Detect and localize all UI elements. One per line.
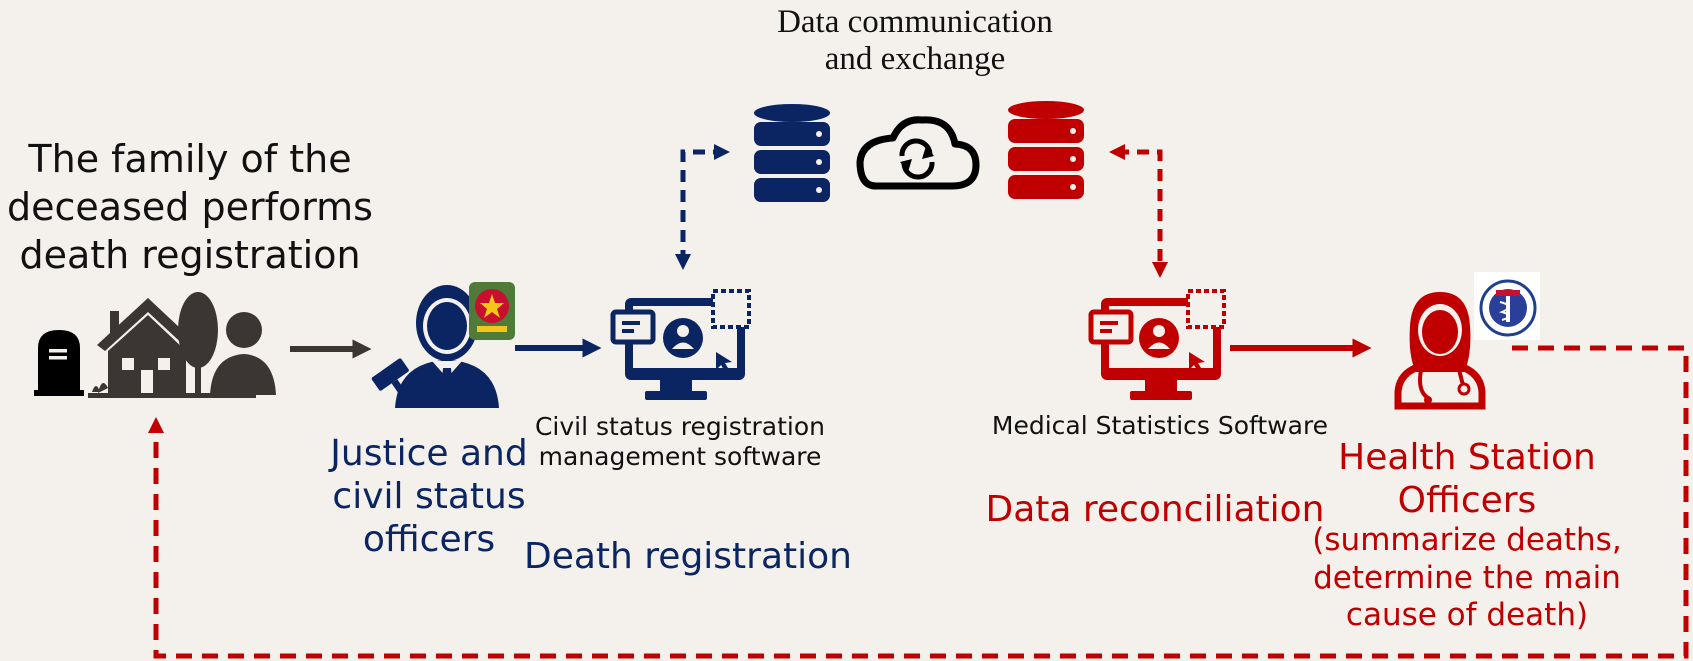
health-officers-line: Health Station xyxy=(1338,437,1596,478)
civil-software-line: Civil status registration xyxy=(534,412,826,441)
tombstone-icon xyxy=(34,330,84,396)
medical-software-label: Medical Statistics Software xyxy=(991,411,1329,440)
justice-officers-line: Justice and xyxy=(330,433,528,474)
cloud-sync-icon xyxy=(856,116,980,190)
family-label-line: deceased performs xyxy=(7,184,373,229)
exchange-title: Data communication and exchange xyxy=(700,4,1130,78)
family-label-line: The family of the xyxy=(28,137,352,181)
exchange-title-line: Data communication xyxy=(777,4,1053,40)
justice-officers-label: Justice and civil status officers xyxy=(318,432,540,562)
health-ministry-emblem-icon xyxy=(1474,272,1540,340)
data-reconciliation-label: Data reconciliation xyxy=(985,489,1325,530)
database-icon xyxy=(754,104,830,202)
health-officers-line: cause of death) xyxy=(1345,596,1589,633)
medical-software-database-link xyxy=(1108,143,1169,279)
database-icon xyxy=(1008,101,1084,199)
civil-software-database-link xyxy=(674,143,731,271)
doctor-icon xyxy=(1394,292,1486,410)
feedback-loop-arrow xyxy=(147,345,1689,659)
family-person-icon xyxy=(210,312,276,395)
health-officers-line: (summarize deaths, xyxy=(1312,522,1622,559)
health-officers-line: determine the main xyxy=(1313,559,1621,596)
justice-officers-line: officers xyxy=(362,519,496,561)
computer-monitor-icon xyxy=(1088,289,1226,400)
tree-icon xyxy=(178,292,218,395)
judge-officer-icon xyxy=(371,285,499,408)
health-officers-label: Health Station Officers (summarize death… xyxy=(1297,436,1637,634)
health-officers-line: Officers xyxy=(1397,480,1537,522)
family-label: The family of the deceased performs deat… xyxy=(0,136,380,280)
civil-software-label: Civil status registration management sof… xyxy=(520,412,840,472)
exchange-title-line: and exchange xyxy=(824,40,1006,77)
family-label-line: death registration xyxy=(19,232,361,277)
police-emblem-icon xyxy=(469,282,515,340)
civil-software-line: management software xyxy=(538,442,822,471)
justice-officers-line: civil status xyxy=(332,476,526,518)
death-registration-label: Death registration xyxy=(523,536,852,577)
computer-monitor-icon xyxy=(610,289,751,400)
